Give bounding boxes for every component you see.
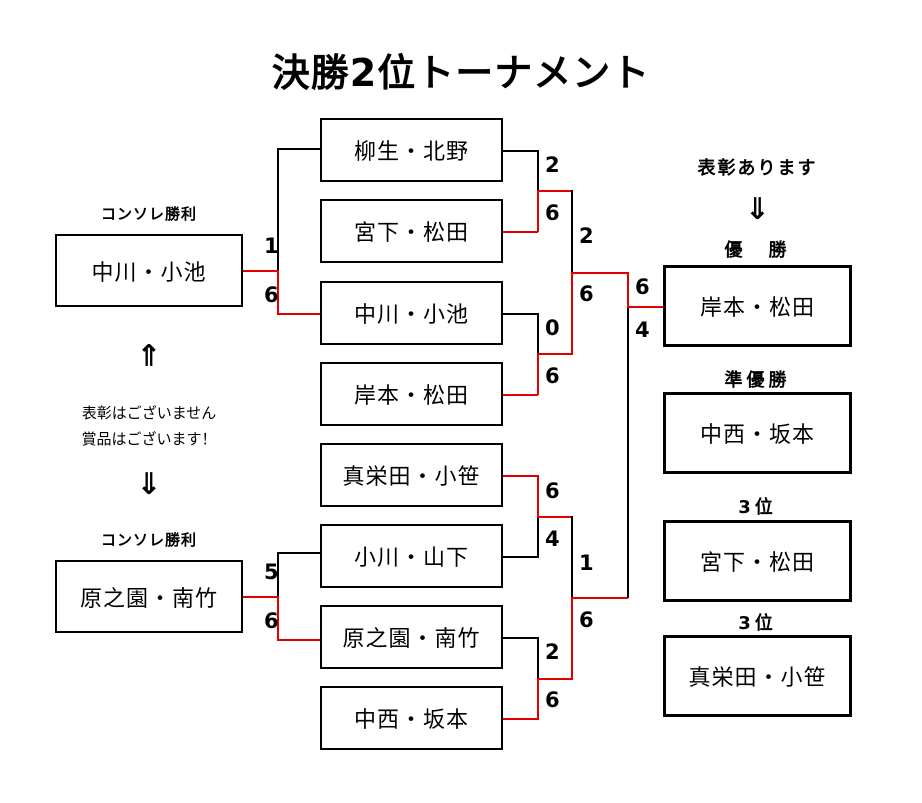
result-rank-label-1: 優 勝	[724, 240, 791, 261]
round1-score-1: 2	[545, 153, 560, 177]
result-rank-label-2: 準優勝	[724, 370, 791, 391]
consolation-bottom-vert-lower	[277, 596, 279, 640]
result-team-box-third-a: 宮下・松田	[663, 520, 852, 602]
consolation-note-line2: 賞品はございます！	[81, 430, 217, 448]
sf-bottom-vert-upper	[571, 516, 573, 599]
sf-top-vert-lower	[571, 272, 573, 355]
consolation-top-red-stub	[243, 270, 278, 272]
round1-team-box-5: 真栄田・小笹	[320, 443, 503, 507]
qf4-arm-bottom	[503, 718, 538, 720]
consolation-bottom-score-upper: 5	[264, 560, 279, 584]
consolation-bottom-arm-lower	[277, 639, 321, 641]
award-arrow-down-icon: ⇓	[744, 192, 771, 227]
round1-score-3: 0	[545, 316, 560, 340]
consolation-top-score-lower: 6	[264, 283, 279, 307]
result-team-box-runnerup: 中西・坂本	[663, 392, 852, 474]
semifinal-score-2: 6	[579, 282, 594, 306]
qf4-vert-bottom	[537, 678, 539, 720]
qf1-arm-bottom	[503, 231, 538, 233]
round1-score-6: 4	[545, 527, 560, 551]
semifinal-score-4: 6	[579, 608, 594, 632]
consolation-top-team-box: 中川・小池	[55, 234, 243, 307]
semifinal-score-3: 1	[579, 551, 594, 575]
qf1-vert-bottom	[537, 190, 539, 232]
consolation-bottom-team-box: 原之園・南竹	[55, 560, 243, 633]
qf1-vert-top	[537, 150, 539, 191]
qf4-vert-top	[537, 637, 539, 678]
round1-score-2: 6	[545, 201, 560, 225]
qf3-out	[537, 516, 572, 518]
qf1-out	[537, 190, 572, 192]
round1-team-box-8: 中西・坂本	[320, 686, 503, 750]
round1-score-5: 6	[545, 479, 560, 503]
consolation-bottom-vert-upper	[277, 552, 279, 598]
consolation-bottom-score-lower: 6	[264, 609, 279, 633]
sf-top-vert-upper	[571, 190, 573, 273]
qf2-vert-bottom	[537, 353, 539, 395]
consolation-top-vert-upper	[277, 148, 279, 272]
round1-team-box-2: 宮下・松田	[320, 199, 503, 263]
qf3-arm-top	[503, 475, 538, 477]
result-rank-label-3: 3位	[738, 497, 777, 518]
qf3-vert-top	[537, 475, 539, 516]
consolation-top-arm-upper	[277, 148, 321, 150]
final-vert-lower	[627, 306, 629, 598]
qf3-arm-bottom	[503, 556, 538, 558]
qf2-arm-bottom	[503, 394, 538, 396]
final-vert-upper	[627, 272, 629, 307]
final-out-to-champion	[627, 306, 663, 308]
consolation-arrow-up-icon: ⇑	[136, 339, 162, 374]
consolation-bottom-caption: コンソレ勝利	[100, 531, 197, 549]
consolation-top-score-upper: 1	[264, 234, 279, 258]
sf-top-out	[571, 272, 628, 274]
qf3-vert-bottom	[537, 516, 539, 558]
qf4-out	[537, 678, 572, 680]
result-team-box-third-b: 真栄田・小笹	[663, 635, 852, 717]
round1-team-box-7: 原之園・南竹	[320, 605, 503, 669]
sf-bottom-out	[571, 597, 628, 599]
result-team-box-champion: 岸本・松田	[663, 265, 852, 347]
round1-team-box-6: 小川・山下	[320, 524, 503, 588]
sf-bottom-vert-lower	[571, 597, 573, 680]
consolation-top-vert-lower	[277, 270, 279, 314]
round1-score-8: 6	[545, 688, 560, 712]
qf4-arm-top	[503, 637, 538, 639]
final-score-2: 4	[635, 318, 650, 342]
qf1-arm-top	[503, 150, 538, 152]
consolation-note-line1: 表彰はございません	[81, 404, 217, 422]
qf2-out	[537, 353, 572, 355]
round1-team-box-1: 柳生・北野	[320, 118, 503, 182]
consolation-bottom-arm-upper	[277, 552, 321, 554]
page-title: 決勝2位トーナメント	[271, 51, 651, 95]
semifinal-score-1: 2	[579, 224, 594, 248]
round1-score-7: 2	[545, 640, 560, 664]
round1-team-box-4: 岸本・松田	[320, 362, 503, 426]
qf2-vert-top	[537, 313, 539, 354]
consolation-arrow-down-icon: ⇓	[136, 467, 162, 502]
award-note: 表彰あります	[697, 158, 818, 179]
result-rank-label-4: 3位	[738, 613, 777, 634]
round1-score-4: 6	[545, 364, 560, 388]
final-score-1: 6	[635, 275, 650, 299]
consolation-top-arm-lower	[277, 313, 321, 315]
consolation-top-caption: コンソレ勝利	[100, 205, 197, 223]
qf2-arm-top	[503, 313, 538, 315]
consolation-bottom-red-stub	[243, 596, 278, 598]
round1-team-box-3: 中川・小池	[320, 281, 503, 345]
